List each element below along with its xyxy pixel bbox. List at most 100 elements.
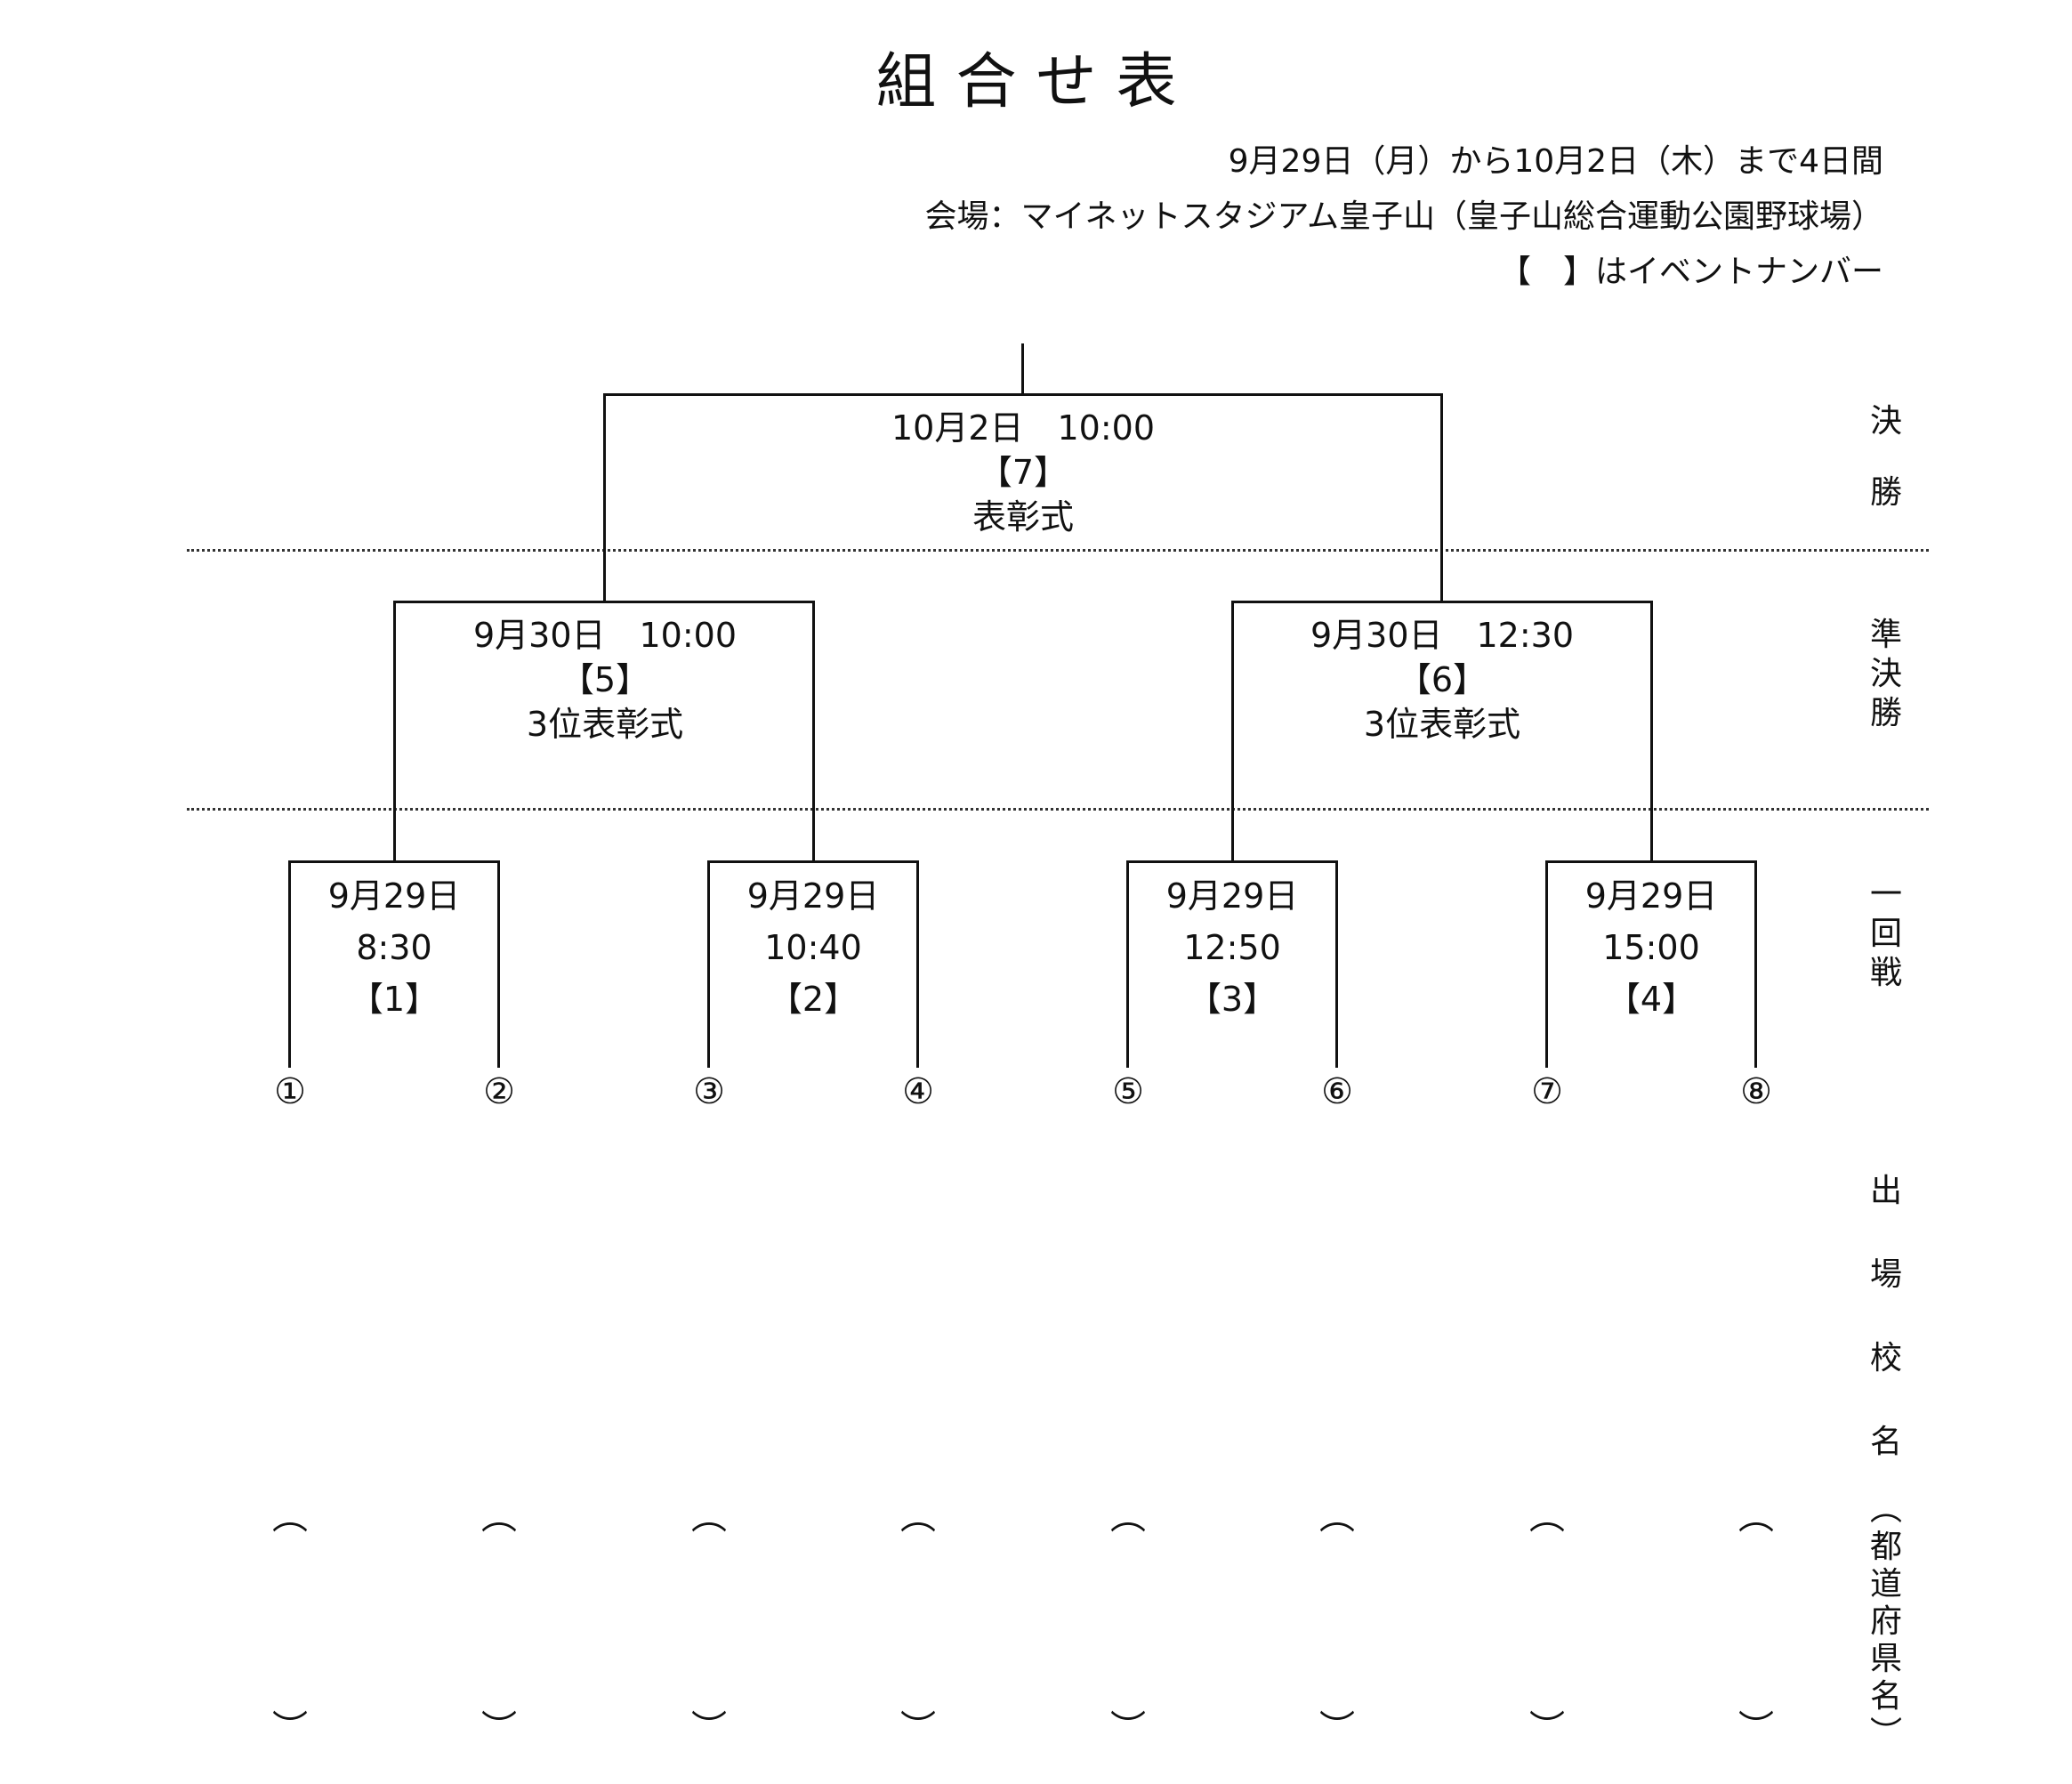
- bracket-line: [288, 860, 500, 863]
- round1-event-number: 【3】: [1187, 980, 1278, 1019]
- semifinal-date: 9月30日 10:00: [472, 616, 738, 655]
- final-event-number: 【7】: [978, 453, 1068, 492]
- side-label-char: 府: [1869, 1603, 1902, 1640]
- side-label-char: 準: [1869, 617, 1902, 653]
- semifinal-ceremony: 3位表彰式: [1363, 705, 1521, 744]
- round1-match: 9月29日 8:30 【1】: [288, 870, 500, 1025]
- prefecture-paren-close: ︶: [900, 1708, 936, 1749]
- seed-number: ⑤: [1112, 1071, 1144, 1112]
- final-match: 10月2日 10:00 【7】 表彰式: [756, 406, 1290, 539]
- bracket-line: [812, 601, 815, 863]
- round-divider-final: [187, 549, 1929, 552]
- side-label-char: 回: [1869, 916, 1902, 952]
- page-title: 組合せ表: [875, 47, 1197, 117]
- semifinal-date: 9月30日 12:30: [1310, 616, 1575, 655]
- semifinal-match: 9月30日 12:30 【6】 3位表彰式: [1175, 613, 1709, 747]
- side-label-char: 場: [1869, 1256, 1902, 1293]
- prefecture-paren-close: ︶: [1738, 1708, 1774, 1749]
- prefecture-paren-open: ︵: [272, 1497, 308, 1538]
- bracket-line: [1650, 601, 1653, 863]
- bracket-line: [1754, 860, 1757, 1068]
- bracket-line: [1126, 860, 1129, 1068]
- prefecture-paren-open: ︵: [1319, 1497, 1355, 1538]
- side-label-char: 都: [1869, 1529, 1902, 1565]
- prefecture-paren-close: ︶: [481, 1708, 517, 1749]
- side-label-char: 決: [1869, 403, 1902, 440]
- semifinal-event-number: 【6】: [1397, 660, 1487, 699]
- bracket-line: [393, 601, 815, 603]
- side-label-char: 校: [1869, 1340, 1902, 1376]
- side-label-char: 県: [1869, 1641, 1902, 1677]
- semifinal-ceremony: 3位表彰式: [526, 705, 684, 744]
- side-label-final: 決 勝: [1861, 386, 1911, 529]
- bracket-line: [1231, 601, 1653, 603]
- side-label-char: ︵: [1869, 1491, 1902, 1528]
- bracket-line: [1126, 860, 1338, 863]
- round1-match: 9月29日 12:50 【3】: [1126, 870, 1338, 1025]
- bracket-line: [1021, 343, 1024, 395]
- prefecture-paren-close: ︶: [1529, 1708, 1565, 1749]
- seed-number: ④: [902, 1071, 934, 1112]
- bracket-line: [707, 860, 919, 863]
- seed-number: ③: [693, 1071, 725, 1112]
- round1-event-number: 【4】: [1606, 980, 1697, 1019]
- prefecture-paren-open: ︵: [900, 1497, 936, 1538]
- semifinal-event-number: 【5】: [560, 660, 650, 699]
- side-label-char: 勝: [1869, 474, 1902, 511]
- bracket-line: [916, 860, 919, 1068]
- seed-number: ⑥: [1321, 1071, 1353, 1112]
- final-date: 10月2日 10:00: [891, 408, 1156, 448]
- round1-time: 10:40: [764, 928, 862, 967]
- side-label-prefecture: ︵ 都 道 府 県 名 ︶: [1861, 1491, 1911, 1753]
- side-label-char: 勝: [1869, 695, 1902, 731]
- prefecture-paren-open: ︵: [1110, 1497, 1146, 1538]
- round1-event-number: 【1】: [349, 980, 439, 1019]
- seed-number: ②: [483, 1071, 515, 1112]
- prefecture-paren-close: ︶: [1319, 1708, 1355, 1749]
- seed-number: ⑧: [1740, 1071, 1772, 1112]
- side-label-char: ︶: [1869, 1715, 1902, 1752]
- prefecture-paren-close: ︶: [691, 1708, 727, 1749]
- bracket-line: [1545, 860, 1757, 863]
- schedule-dates: 9月29日（月）から10月2日（木）まで4日間: [1228, 143, 1883, 180]
- side-label-char: 名: [1869, 1424, 1902, 1460]
- bracket-line: [497, 860, 500, 1068]
- side-label-char: 決: [1869, 656, 1902, 692]
- prefecture-paren-open: ︵: [1738, 1497, 1774, 1538]
- prefecture-paren-close: ︶: [272, 1708, 308, 1749]
- round1-event-number: 【2】: [768, 980, 859, 1019]
- venue-text: 会場：マイネットスタジアム皇子山（皇子山総合運動公園野球場）: [924, 198, 1883, 235]
- round1-time: 8:30: [356, 928, 432, 967]
- bracket-line: [1545, 860, 1548, 1068]
- round1-match: 9月29日 15:00 【4】: [1545, 870, 1757, 1025]
- bracket-line: [393, 601, 396, 863]
- bracket-line: [288, 860, 291, 1068]
- bracket-line: [603, 393, 1443, 396]
- semifinal-match: 9月30日 10:00 【5】 3位表彰式: [338, 613, 872, 747]
- seed-number: ⑦: [1531, 1071, 1563, 1112]
- round1-date: 9月29日: [746, 876, 880, 916]
- bracket-line: [1231, 601, 1234, 863]
- event-number-note: 【 】はイベントナンバー: [1498, 254, 1883, 290]
- prefecture-paren-open: ︵: [1529, 1497, 1565, 1538]
- bracket-line: [1440, 393, 1443, 603]
- prefecture-paren-close: ︶: [1110, 1708, 1146, 1749]
- prefecture-paren-open: ︵: [481, 1497, 517, 1538]
- round1-match: 9月29日 10:40 【2】: [707, 870, 919, 1025]
- round1-time: 12:50: [1183, 928, 1281, 967]
- side-label-char: 名: [1869, 1678, 1902, 1715]
- round1-date: 9月29日: [1584, 876, 1718, 916]
- final-ceremony: 表彰式: [972, 497, 1074, 537]
- round1-date: 9月29日: [327, 876, 461, 916]
- side-label-char: 道: [1869, 1566, 1902, 1602]
- side-label-schools: 出 場 校 名: [1861, 1150, 1911, 1484]
- round1-time: 15:00: [1602, 928, 1700, 967]
- side-label-char: 一: [1869, 876, 1902, 913]
- round-divider-semi: [187, 808, 1929, 811]
- side-label-char: 戦: [1869, 955, 1902, 991]
- seed-number: ①: [274, 1071, 306, 1112]
- side-label-semifinal: 準 決 勝: [1861, 616, 1911, 733]
- side-label-char: 出: [1869, 1173, 1902, 1209]
- prefecture-paren-open: ︵: [691, 1497, 727, 1538]
- bracket-line: [1335, 860, 1338, 1068]
